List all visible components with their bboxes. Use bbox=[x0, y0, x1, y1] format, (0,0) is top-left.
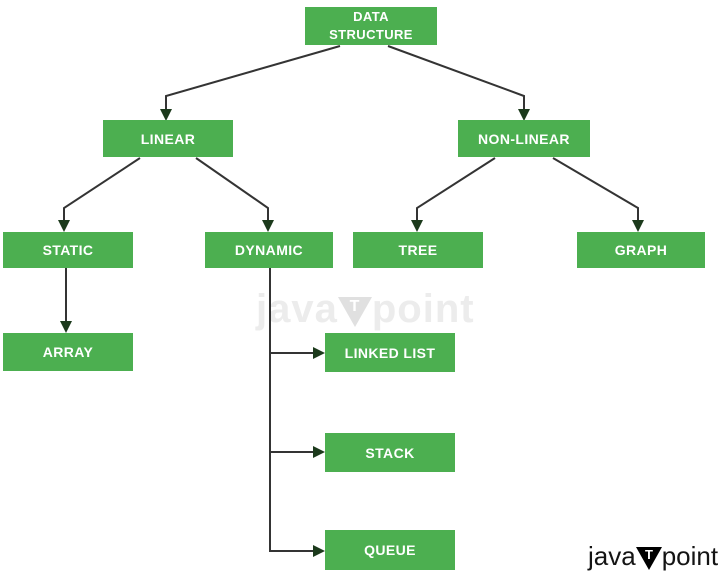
node-graph: GRAPH bbox=[577, 232, 705, 268]
node-dynamic: DYNAMIC bbox=[205, 232, 333, 268]
logo-triangle-icon: T bbox=[635, 546, 662, 570]
logo-text-right: point bbox=[661, 541, 719, 571]
edge-nonlinear-tree bbox=[411, 157, 496, 232]
node-array: ARRAY bbox=[3, 333, 133, 371]
node-linked-list: LINKED LIST bbox=[325, 333, 455, 372]
watermark-javatpoint: java T point bbox=[256, 287, 475, 332]
edge-linear-static bbox=[58, 157, 141, 232]
edge-root-nonlinear bbox=[387, 45, 530, 121]
edge-root-linear bbox=[160, 45, 341, 121]
node-static: STATIC bbox=[3, 232, 133, 268]
watermark-triangle-icon: T bbox=[337, 296, 372, 327]
node-data-structure: DATA STRUCTURE bbox=[305, 7, 437, 45]
node-non-linear: NON-LINEAR bbox=[458, 120, 590, 157]
watermark-text-left: java bbox=[256, 287, 338, 331]
edge-linear-dynamic bbox=[195, 157, 274, 232]
edge-nonlinear-graph bbox=[552, 157, 644, 232]
watermark-text-right: point bbox=[371, 287, 475, 331]
svg-text:T: T bbox=[349, 298, 360, 315]
node-linear: LINEAR bbox=[103, 120, 233, 157]
node-stack: STACK bbox=[325, 433, 455, 472]
node-queue: QUEUE bbox=[325, 530, 455, 570]
logo-text-left: java bbox=[588, 541, 636, 571]
svg-text:T: T bbox=[645, 547, 653, 562]
javatpoint-logo: java T point bbox=[588, 541, 718, 572]
node-tree: TREE bbox=[353, 232, 483, 268]
